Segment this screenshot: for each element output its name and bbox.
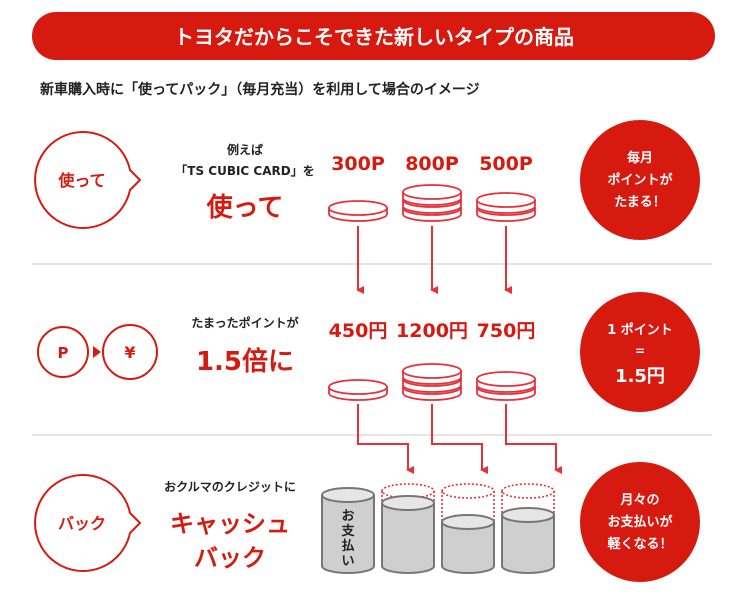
svg-text:1 ポイント: 1 ポイント [607,322,673,338]
subtitle: 新車購入時に「使ってパック」（毎月充当）を利用して場合のイメージ [40,81,480,98]
arrow-elbow [431,404,488,474]
result-circle-3: 月々の お支払いが 軽くなる！ [580,462,700,582]
svg-text:¥: ¥ [124,343,135,362]
coin-stack [402,184,462,222]
svg-text:=: = [635,344,645,358]
amount-label: 1200円 [396,320,468,342]
svg-text:ポイントが: ポイントが [607,172,672,188]
row2-big: 1.5倍に [196,346,294,377]
payment-label-char: お [341,509,354,524]
payment-label-char: 支 [340,523,355,539]
title-banner [32,12,715,60]
amount-label: 800P [405,153,459,175]
svg-text:軽くなる！: 軽くなる！ [607,536,672,552]
amount-label: 450円 [329,320,388,342]
arrow-elbow [357,404,414,474]
row3-line1: おクルマのクレジットに [164,480,296,494]
row2-line1: たまったポイントが [191,315,298,330]
result-circle-2: 1 ポイント = 1.5円 [580,292,700,412]
amount-label: 750円 [477,320,536,342]
coin-stack [328,379,388,401]
svg-text:毎月: 毎月 [627,150,653,166]
row3-big2: バック [194,544,266,572]
row3-big1: キャッシュ [170,510,290,538]
row1-line2: 「TS CUBIC CARD」を [175,163,314,178]
svg-text:月々の: 月々の [619,493,659,508]
result-circle-1: 毎月 ポイントが たまる！ [580,120,700,240]
reduced-payment-cylinder [501,483,555,574]
svg-text:P: P [58,344,69,362]
coin-stack [476,192,536,222]
amount-label: 500P [479,153,533,175]
row1-line1: 例えば [227,142,263,157]
arrow-right-icon [93,346,101,358]
banner-title: トヨタだからこそできた新しいタイプの商品 [174,25,574,49]
svg-text:バック: バック [58,514,106,533]
payment-label-char: 払 [341,538,354,554]
row1-big: 使って [206,193,284,223]
svg-text:お支払いが: お支払いが [607,514,672,530]
svg-text:たまる！: たまる！ [614,195,666,210]
amount-label: 300P [331,153,385,175]
yen-icon [102,324,158,380]
reduced-payment-cylinder [381,483,435,574]
coin-stack [328,200,388,222]
svg-text:1.5円: 1.5円 [615,366,665,387]
badge-tsukatte: 使って [34,131,142,229]
badge-back: バック [34,474,142,572]
coin-stack [476,371,536,401]
points-to-yen-icon: P ¥ [37,324,158,380]
payment-cylinder: お支払い [321,487,375,574]
svg-text:使って: 使って [57,171,105,190]
reduced-payment-cylinder [441,483,495,574]
coin-stack [402,363,462,401]
arrow-elbow [505,404,562,474]
payment-label-char: い [341,554,354,569]
point-icon [37,326,89,378]
